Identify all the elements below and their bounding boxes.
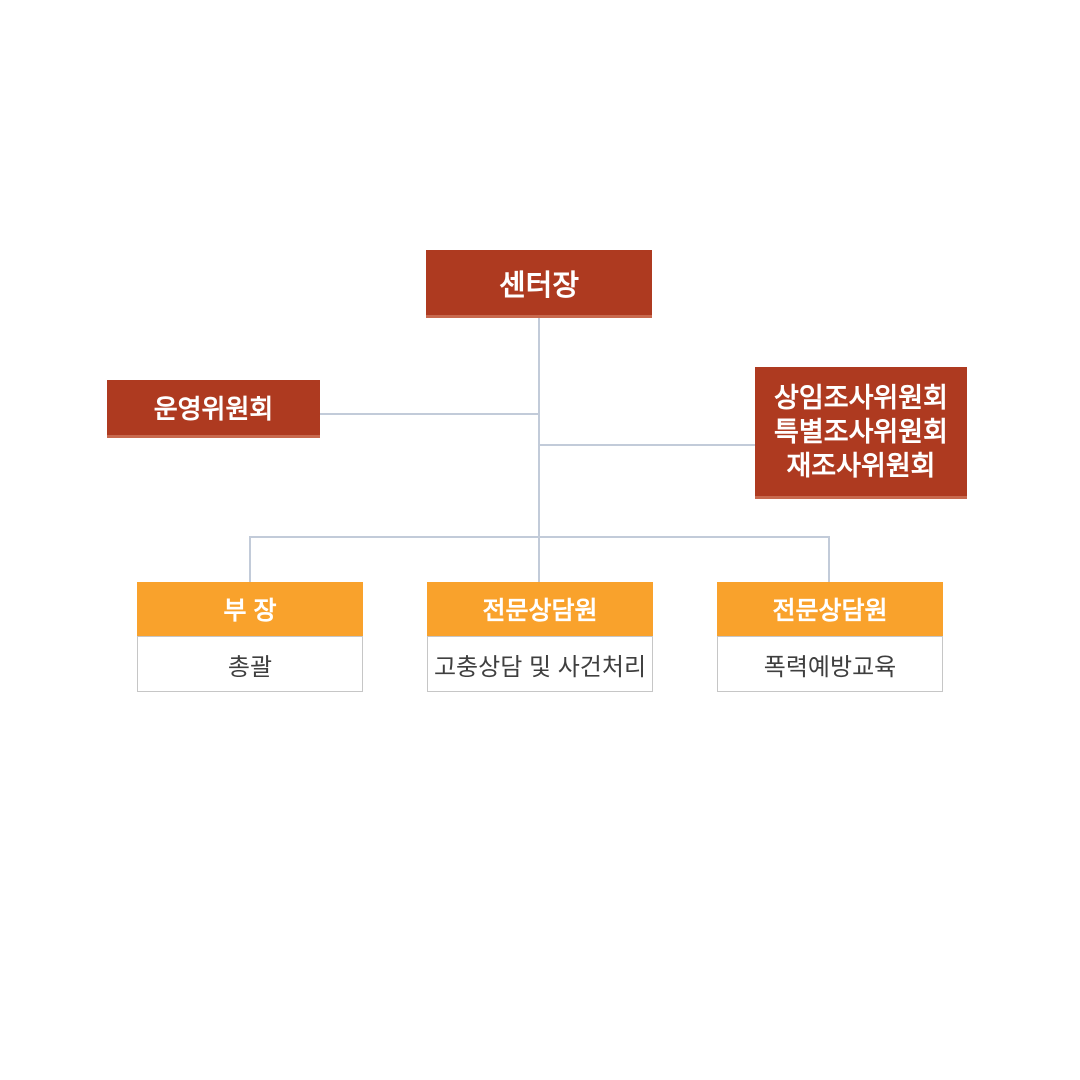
connector-drop-left-department [249, 536, 251, 582]
reinvestigation-committee-label: 재조사위원회 [786, 450, 936, 481]
connector-to-steering-committee [320, 413, 539, 415]
counselor-2-role: 폭력예방교육 [717, 636, 943, 692]
counselor-1-title: 전문상담원 [427, 582, 653, 636]
department-head-role: 총괄 [137, 636, 363, 692]
org-node-center-director: 센터장 [426, 250, 652, 318]
org-node-steering-committee: 운영위원회 [107, 380, 320, 438]
special-investigation-committee-label: 특별조사위원회 [774, 416, 948, 447]
center-director-label: 센터장 [498, 269, 580, 302]
department-head-title: 부 장 [137, 582, 363, 636]
org-node-investigation-committees: 상임조사위원회 특별조사위원회 재조사위원회 [755, 367, 967, 499]
standing-investigation-committee-label: 상임조사위원회 [774, 382, 948, 413]
org-node-counselor-2: 전문상담원 폭력예방교육 [717, 582, 943, 692]
counselor-1-role: 고충상담 및 사건처리 [427, 636, 653, 692]
org-node-counselor-1: 전문상담원 고충상담 및 사건처리 [427, 582, 653, 692]
steering-committee-label: 운영위원회 [153, 394, 274, 424]
connector-drop-right-department [828, 536, 830, 582]
connector-to-investigation-committees [539, 444, 755, 446]
connector-main-vertical [538, 318, 540, 582]
org-node-department-head: 부 장 총괄 [137, 582, 363, 692]
connector-departments-horizontal [249, 536, 830, 538]
counselor-2-title: 전문상담원 [717, 582, 943, 636]
